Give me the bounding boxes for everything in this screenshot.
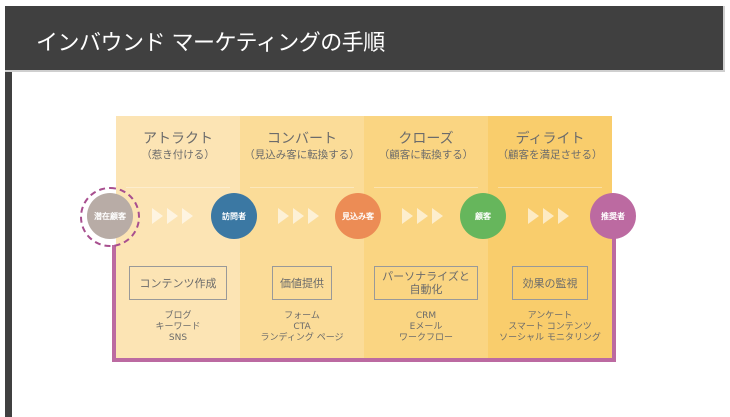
action-box-provide-value: 価値提供: [272, 266, 332, 300]
stage-attract: アトラクト （惹き付ける）: [116, 116, 240, 360]
node-promoter: 推奨者: [590, 193, 636, 239]
stage-delight: ディライト （顧客を満足させる）: [488, 116, 612, 360]
arrow-right-icon: [417, 208, 428, 224]
arrow-right-icon: [152, 208, 163, 224]
arrow-right-icon: [528, 208, 539, 224]
arrow-right-icon: [182, 208, 193, 224]
action-box-content-creation: コンテンツ作成: [129, 266, 227, 300]
tool-list: ブログ キーワード SNS: [116, 311, 240, 344]
divider: [250, 187, 354, 188]
action-box-monitor: 効果の監視: [512, 266, 588, 300]
divider: [498, 187, 602, 188]
chevron-arrows: [278, 208, 319, 224]
tool-item: CTA: [293, 322, 311, 332]
arrow-right-icon: [402, 208, 413, 224]
tool-item: ランディング ページ: [260, 333, 344, 343]
node-label: 見込み客: [342, 211, 374, 221]
stage-title: コンバート: [267, 131, 337, 147]
left-border: [5, 6, 12, 417]
arrow-right-icon: [167, 208, 178, 224]
action-box-personalize: パーソナライズと 自動化: [374, 266, 478, 300]
tool-list: CRM Eメール ワークフロー: [364, 311, 488, 344]
tool-item: Eメール: [409, 322, 443, 332]
arrow-right-icon: [543, 208, 554, 224]
stage-title: アトラクト: [143, 131, 213, 147]
stage-title: ディライト: [515, 131, 585, 147]
node-lead: 見込み客: [335, 193, 381, 239]
arrow-right-icon: [293, 208, 304, 224]
node-label: 推奨者: [601, 211, 625, 221]
chevron-arrows: [152, 208, 193, 224]
page-title: インバウンド マーケティングの手順: [36, 31, 385, 56]
frame-connector: [612, 238, 616, 248]
action-label: コンテンツ作成: [139, 276, 217, 290]
chevron-arrows: [528, 208, 569, 224]
arrow-right-icon: [278, 208, 289, 224]
stage-subtitle: （惹き付ける）: [141, 149, 215, 161]
stage-subtitle: （顧客を満足させる）: [497, 149, 603, 161]
divider: [374, 187, 478, 188]
action-label: 価値提供: [280, 276, 324, 290]
action-label-line1: パーソナライズと: [382, 270, 470, 283]
node-prospect: 潜在顧客: [87, 193, 133, 239]
tool-item: アンケート: [527, 311, 573, 321]
tool-item: ブログ: [164, 311, 192, 321]
arrow-right-icon: [558, 208, 569, 224]
stage-close: クローズ （顧客に転換する）: [364, 116, 488, 360]
tool-item: ワークフロー: [398, 333, 453, 343]
stage-subtitle: （顧客に転換する）: [378, 149, 474, 161]
node-visitor: 訪問者: [211, 193, 257, 239]
tool-item: ソーシャル モニタリング: [499, 333, 601, 343]
title-bar: インバウンド マーケティングの手順: [5, 6, 725, 72]
node-label: 訪問者: [222, 211, 246, 221]
arrow-right-icon: [308, 208, 319, 224]
node-label: 顧客: [475, 211, 491, 221]
tool-item: SNS: [168, 333, 188, 343]
arrow-right-icon: [432, 208, 443, 224]
action-label-line2: 自動化: [409, 283, 443, 296]
tool-item: スマート コンテンツ: [508, 322, 592, 332]
divider: [126, 187, 230, 188]
purple-frame: [112, 245, 616, 362]
tool-item: フォーム: [284, 311, 320, 321]
chevron-arrows: [402, 208, 443, 224]
tool-item: キーワード: [155, 322, 201, 332]
node-label: 潜在顧客: [94, 211, 126, 221]
tool-item: CRM: [415, 311, 437, 321]
tool-list: アンケート スマート コンテンツ ソーシャル モニタリング: [488, 311, 612, 344]
action-label: 効果の監視: [522, 276, 578, 290]
tool-list: フォーム CTA ランディング ページ: [240, 311, 364, 344]
dashed-ring: [80, 187, 140, 247]
stage-subtitle: （見込み客に転換する）: [244, 149, 360, 161]
stage-title: クローズ: [398, 131, 454, 147]
node-customer: 顧客: [460, 193, 506, 239]
stage-convert: コンバート （見込み客に転換する）: [240, 116, 364, 360]
